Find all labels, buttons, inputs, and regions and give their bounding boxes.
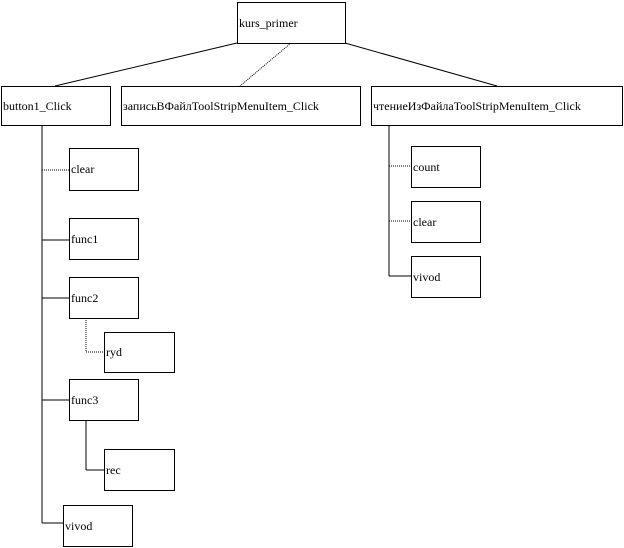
node-clear: clear <box>69 148 139 191</box>
node-vivod-2: vivod <box>411 256 481 298</box>
node-ryd: ryd <box>104 332 175 373</box>
node-rec: rec <box>104 449 175 491</box>
node-button1-click: button1_Click <box>1 86 111 126</box>
node-clear-2: clear <box>411 201 481 243</box>
node-chtenie-iz-faila: чтениеИзФайлаToolStripMenuItem_Click <box>371 86 623 126</box>
node-root: kurs_primer <box>237 2 346 44</box>
node-func3: func3 <box>69 379 139 421</box>
edge-root-chtenie <box>344 42 498 87</box>
node-func1: func1 <box>69 218 139 260</box>
node-vivod: vivod <box>63 505 133 547</box>
edge-root-button1 <box>54 42 238 87</box>
node-func2: func2 <box>69 277 139 319</box>
edge-root-zapis <box>239 42 292 87</box>
node-zapis-v-fail: записьВФайлToolStripMenuItem_Click <box>121 86 361 126</box>
node-count: count <box>411 146 481 188</box>
